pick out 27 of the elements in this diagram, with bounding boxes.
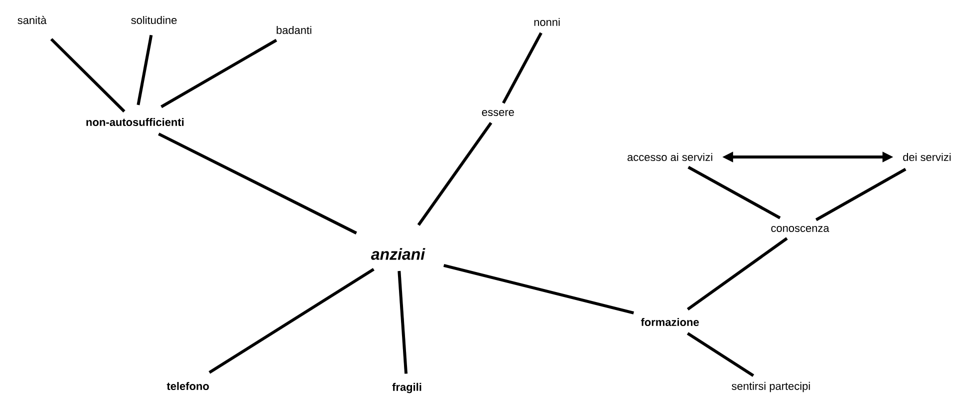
connector-line — [160, 38, 278, 108]
node-label: formazione — [640, 318, 699, 326]
node-label: solitudine — [131, 16, 177, 24]
connector-line — [443, 264, 634, 314]
connector-line — [417, 122, 492, 226]
connector-line — [686, 237, 788, 311]
node-label: sentirsi partecipi — [732, 382, 810, 392]
connector-line — [136, 34, 153, 106]
connector-line — [50, 38, 126, 112]
node-label: accesso ai servizi — [628, 152, 712, 162]
node-label: essere — [482, 110, 514, 116]
node-label: conoscenza — [771, 226, 830, 232]
node-label: nonni — [534, 18, 560, 26]
connector-line — [502, 32, 542, 104]
node-label: anziani — [371, 248, 426, 260]
node-label: telefono — [166, 382, 209, 390]
node-label: sanità — [18, 16, 47, 24]
node-label: badanti — [276, 26, 312, 34]
node-label: non-autosufficienti — [86, 118, 184, 126]
connector-line — [158, 132, 358, 234]
connector-line — [208, 268, 374, 374]
connector-line — [398, 270, 408, 374]
connector-line — [686, 332, 754, 377]
node-label: fragili — [392, 382, 422, 394]
node-label: dei servizi — [903, 152, 951, 162]
connector-line — [815, 168, 906, 222]
connector-line — [688, 166, 781, 220]
